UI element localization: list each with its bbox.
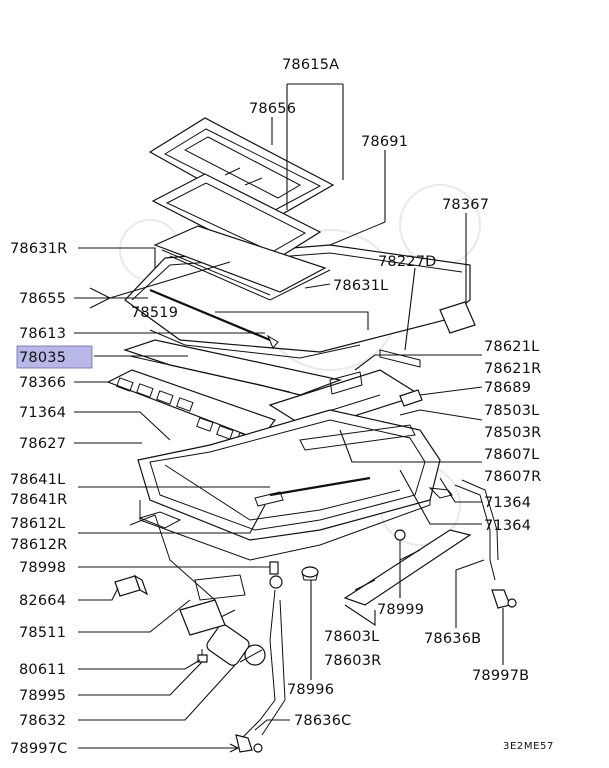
- label-78632[interactable]: 78632: [19, 713, 66, 729]
- drive-motor-78632: [206, 609, 266, 666]
- label-78621R[interactable]: 78621R: [484, 361, 541, 377]
- label-78999[interactable]: 78999: [377, 602, 424, 618]
- label-78607L[interactable]: 78607L: [484, 447, 539, 463]
- label-78227D[interactable]: 78227D: [378, 254, 437, 270]
- label-80611[interactable]: 80611: [19, 662, 66, 678]
- label-78366[interactable]: 78366: [19, 375, 66, 391]
- clip-78689: [399, 389, 423, 407]
- label-78612R[interactable]: 78612R: [10, 537, 67, 553]
- deflector-78519: [153, 225, 331, 301]
- label-78613[interactable]: 78613: [19, 326, 66, 342]
- label-78656[interactable]: 78656: [249, 101, 296, 117]
- label-78998[interactable]: 78998: [19, 560, 66, 576]
- label-78035[interactable]: 78035: [19, 350, 66, 366]
- diagram-code: 3E2ME57: [503, 741, 554, 752]
- weatherstrip-78613: [149, 288, 271, 342]
- label-71364-lower[interactable]: 71364: [484, 518, 531, 534]
- label-78689[interactable]: 78689: [484, 380, 531, 396]
- label-78641R[interactable]: 78641R: [10, 492, 67, 508]
- grommet-78996: [301, 566, 319, 581]
- relay-82664: [114, 574, 149, 597]
- label-78615A[interactable]: 78615A: [282, 57, 339, 73]
- label-71364-mid[interactable]: 71364: [484, 495, 531, 511]
- label-78691[interactable]: 78691: [361, 134, 408, 150]
- sunroof-frame-78627: [137, 409, 441, 561]
- label-78621L[interactable]: 78621L: [484, 339, 539, 355]
- trim-78367: [439, 301, 476, 334]
- label-78631R[interactable]: 78631R: [10, 241, 67, 257]
- drain-hose-71364: [428, 487, 453, 499]
- label-78511[interactable]: 78511: [19, 625, 66, 641]
- label-78603R[interactable]: 78603R: [324, 653, 381, 669]
- label-78627[interactable]: 78627: [19, 436, 66, 452]
- label-78997C[interactable]: 78997C: [10, 741, 67, 757]
- label-78607R[interactable]: 78607R: [484, 469, 541, 485]
- label-78367[interactable]: 78367: [442, 197, 489, 213]
- label-78636B[interactable]: 78636B: [424, 631, 481, 647]
- label-78996[interactable]: 78996: [287, 682, 334, 698]
- cable-end-78997C: [235, 734, 263, 753]
- label-78655[interactable]: 78655: [19, 291, 66, 307]
- label-82664[interactable]: 82664: [19, 593, 66, 609]
- label-78641L[interactable]: 78641L: [10, 472, 65, 488]
- label-78997B[interactable]: 78997B: [472, 668, 529, 684]
- plug-78998: [269, 561, 283, 589]
- label-71364-upper[interactable]: 71364: [19, 405, 66, 421]
- rail-78603: [343, 529, 472, 606]
- label-78612L[interactable]: 78612L: [10, 516, 65, 532]
- label-78603L[interactable]: 78603L: [324, 629, 379, 645]
- label-78636C[interactable]: 78636C: [294, 713, 351, 729]
- bolt-78999: [394, 529, 406, 560]
- rail-78607: [299, 424, 416, 451]
- bracket-78511: [179, 574, 246, 636]
- rail-78612: [138, 511, 182, 529]
- highlight-78035: [16, 345, 93, 369]
- label-78519[interactable]: 78519: [131, 305, 178, 321]
- cable-end-78997B: [491, 589, 517, 609]
- cable-78636C: [129, 514, 276, 741]
- screw-80611: [197, 649, 208, 663]
- leader-lines: [74, 83, 504, 753]
- cable-78636B: [454, 484, 496, 581]
- label-78503L[interactable]: 78503L: [484, 403, 539, 419]
- label-78503R[interactable]: 78503R: [484, 425, 541, 441]
- label-78631L[interactable]: 78631L: [333, 278, 388, 294]
- label-78995[interactable]: 78995: [19, 688, 66, 704]
- guide-rail-78641: [269, 476, 371, 497]
